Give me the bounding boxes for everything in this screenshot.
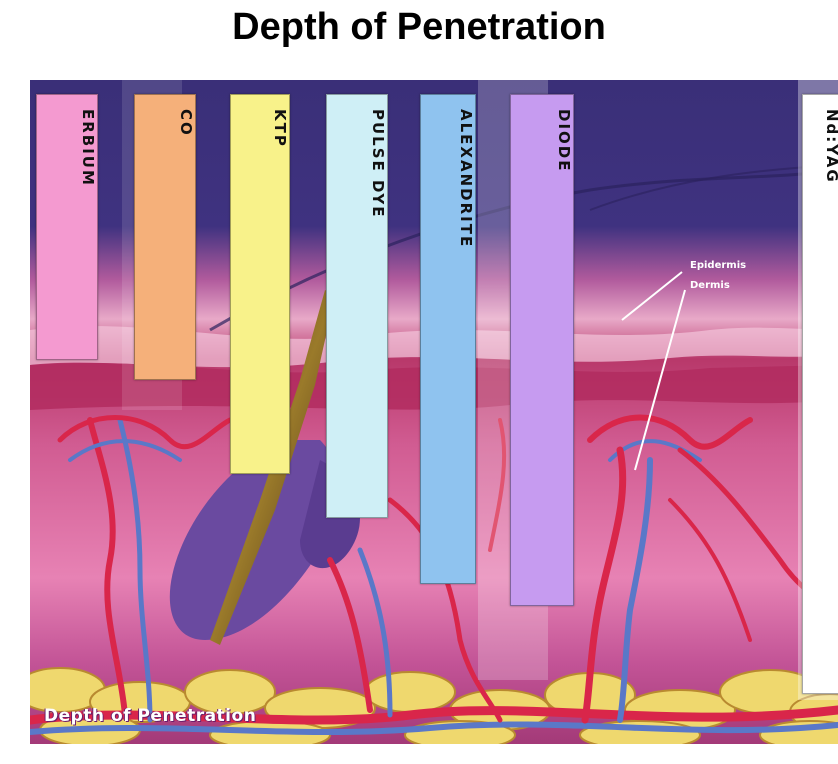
dermis-label: Dermis xyxy=(690,280,730,291)
laser-label-co: CO xyxy=(135,109,195,137)
laser-bar-nd-yag: Nd:YAG xyxy=(802,94,838,694)
laser-label-erbium: ERBIUM xyxy=(37,109,97,187)
depth-of-penetration-caption: Depth of Penetration xyxy=(44,706,256,726)
laser-label-ktp: KTP xyxy=(231,109,289,148)
laser-label-diode: DIODE xyxy=(511,109,573,172)
laser-bar-ktp: KTP xyxy=(230,94,290,474)
laser-bar-diode: DIODE xyxy=(510,94,574,606)
laser-label-alexandrite: ALEXANDRITE xyxy=(421,109,475,248)
laser-bar-pulse-dye: PULSE DYE xyxy=(326,94,388,518)
skin-diagram: ERBIUM CO KTP PULSE DYE ALEXANDRITE DIOD… xyxy=(30,80,838,744)
laser-label-nd-yag: Nd:YAG xyxy=(803,109,838,184)
epidermis-label: Epidermis xyxy=(690,260,746,271)
laser-label-pulse-dye: PULSE DYE xyxy=(327,109,387,218)
laser-bar-erbium: ERBIUM xyxy=(36,94,98,360)
laser-bar-alexandrite: ALEXANDRITE xyxy=(420,94,476,584)
laser-bar-co: CO xyxy=(134,94,196,380)
page-title: Depth of Penetration xyxy=(0,6,838,49)
